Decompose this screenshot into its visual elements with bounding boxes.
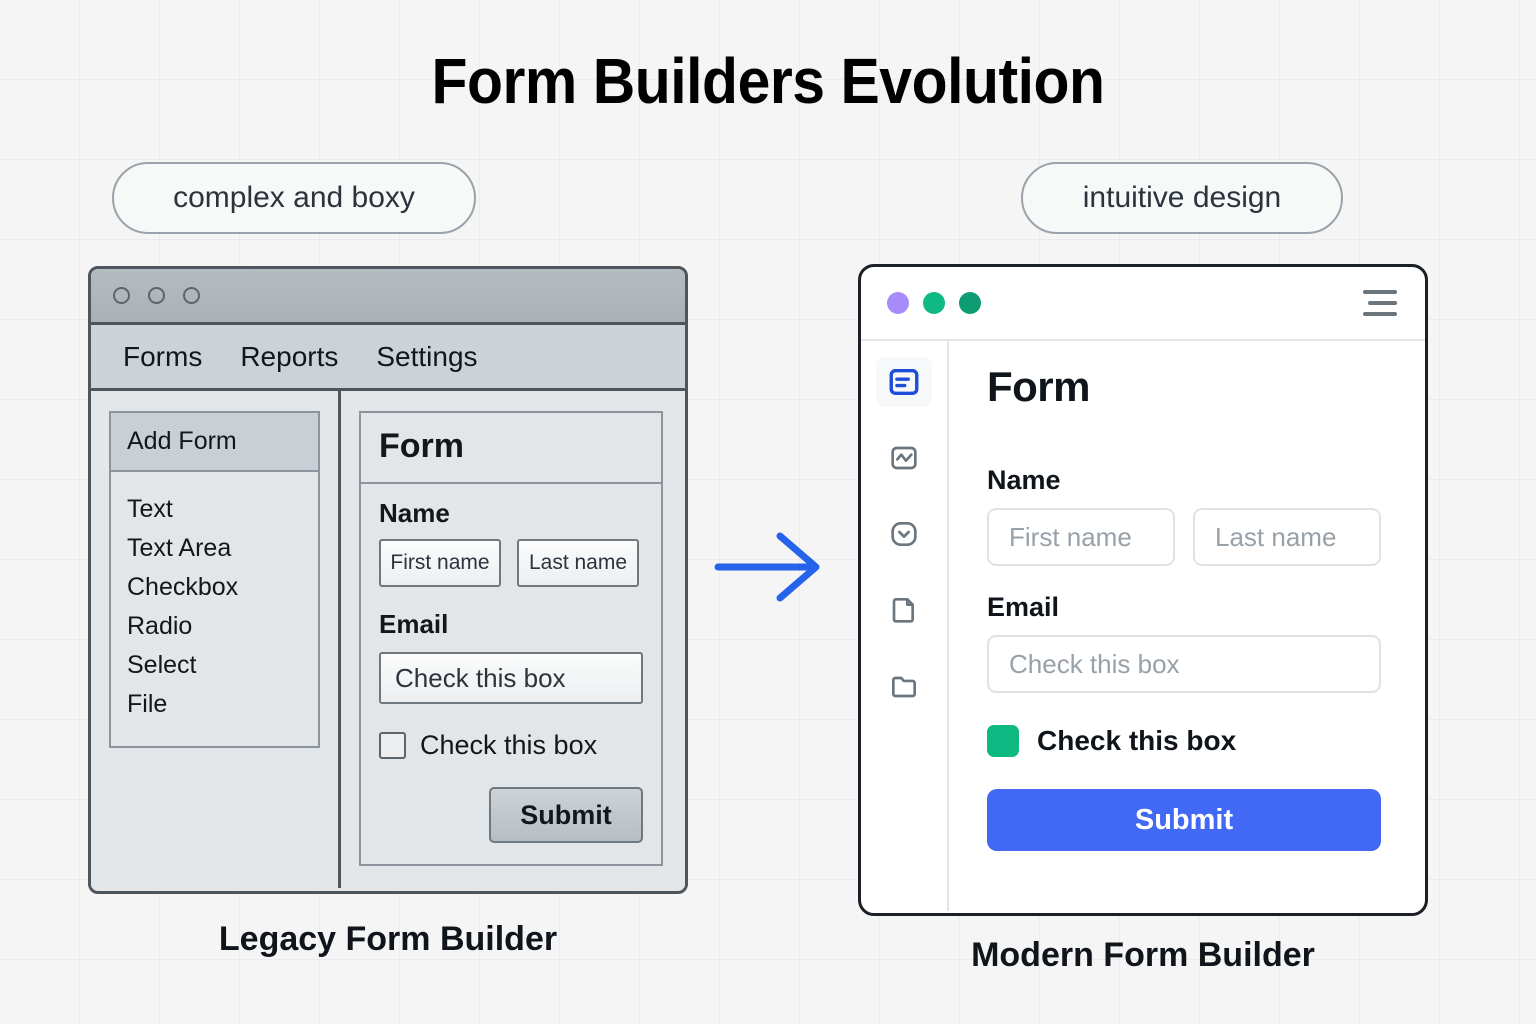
sidebar-item-chart[interactable] [876,433,932,483]
sidebar-item-folder[interactable] [876,661,932,711]
legacy-form-title: Form [361,413,661,484]
evolution-arrow [712,522,832,612]
palette-list: Text Text Area Checkbox Radio Select Fil… [111,472,318,746]
page-title: Form Builders Evolution [431,45,1105,117]
badge-right-label: intuitive design [1082,181,1282,214]
modern-name-label: Name [987,465,1061,495]
modern-submit-button[interactable]: Submit [987,789,1381,851]
badge-intuitive-design: intuitive design [1021,162,1343,234]
legacy-checkbox-label: Check this box [420,730,598,760]
folder-icon [892,676,916,698]
modern-email-input[interactable]: Check this box [987,635,1381,693]
menu-item-forms[interactable]: Forms [123,340,203,372]
badge-complex-and-boxy: complex and boxy [112,162,476,234]
palette-item-text-area[interactable]: Text Area [127,534,232,562]
legacy-submit-row: Submit [379,787,643,843]
palette-item-file[interactable]: File [127,690,168,718]
palette-item-text[interactable]: Text [127,495,173,523]
legacy-left-panel: Add Form Text Text Area Checkbox Radio S… [91,391,341,888]
document-icon [892,598,914,623]
palette-item-radio[interactable]: Radio [127,612,193,640]
modern-checkbox-label: Check this box [1037,725,1237,756]
hamburger-icon[interactable] [1363,290,1397,316]
modern-last-name-input[interactable]: Last name [1193,508,1381,566]
modern-email-label: Email [987,592,1060,622]
modern-traffic-light-teal[interactable] [923,292,945,314]
legacy-form-body: Name First name Last name Email Check th… [361,484,661,864]
legacy-first-name-input[interactable]: First name [379,539,501,587]
legacy-last-name-input[interactable]: Last name [517,539,639,587]
palette-item-checkbox[interactable]: Checkbox [127,573,239,601]
chart-icon [891,446,917,470]
modern-traffic-light-green[interactable] [959,292,981,314]
modern-titlebar [861,267,1425,341]
legacy-email-input[interactable]: Check this box [379,652,643,704]
legacy-right-panel: Form Name First name Last name Email Che… [341,391,685,888]
menu-item-settings[interactable]: Settings [376,340,478,372]
modern-traffic-lights [887,292,1363,314]
form-icon [889,368,919,396]
legacy-traffic-light-2[interactable] [148,287,165,304]
modern-window-body: Form Name First name Last name Email Che… [861,341,1425,911]
spacer [987,566,1381,592]
arrow-right-icon [714,532,820,602]
legacy-checkbox[interactable] [379,732,406,759]
modern-checkbox[interactable] [987,725,1019,757]
modern-name-row: First name Last name [987,508,1381,566]
modern-first-name-input[interactable]: First name [987,508,1175,566]
modern-caption: Modern Form Builder [971,936,1315,974]
modern-checkbox-row[interactable]: Check this box [987,725,1381,757]
legacy-caption: Legacy Form Builder [218,920,558,958]
modern-form-panel: Form Name First name Last name Email Che… [949,341,1425,911]
sidebar-item-form[interactable] [876,357,932,407]
sidebar-item-checkmark[interactable] [876,509,932,559]
palette-item-select[interactable]: Select [127,651,197,679]
legacy-name-row: First name Last name [379,539,643,587]
checkmark-icon [891,522,917,546]
palette-header[interactable]: Add Form [111,413,318,472]
badge-left-label: complex and boxy [173,181,415,214]
legacy-form-card: Form Name First name Last name Email Che… [359,411,663,866]
legacy-titlebar [91,269,685,325]
legacy-window-body: Add Form Text Text Area Checkbox Radio S… [91,391,685,888]
legacy-traffic-light-1[interactable] [113,287,130,304]
legacy-menubar: Forms Reports Settings [91,325,685,391]
legacy-checkbox-row[interactable]: Check this box [379,730,643,761]
sidebar-item-document[interactable] [876,585,932,635]
legacy-name-label: Name [379,498,450,528]
modern-traffic-light-purple[interactable] [887,292,909,314]
menu-item-reports[interactable]: Reports [240,340,339,372]
legacy-submit-button[interactable]: Submit [489,787,643,843]
legacy-email-label: Email [379,609,449,639]
modern-sidebar [861,341,949,911]
field-palette: Add Form Text Text Area Checkbox Radio S… [109,411,320,748]
legacy-window: Forms Reports Settings Add Form Text Tex… [88,266,688,894]
legacy-traffic-light-3[interactable] [183,287,200,304]
modern-form-title: Form [987,363,1091,410]
modern-window: Form Name First name Last name Email Che… [858,264,1428,916]
